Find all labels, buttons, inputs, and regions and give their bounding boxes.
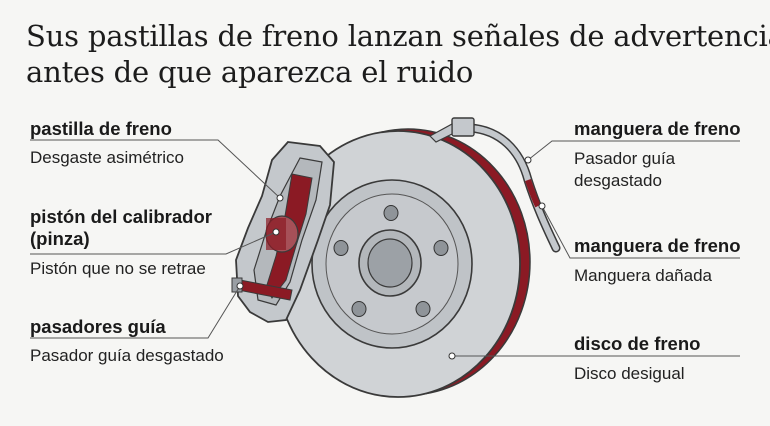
leader-pastilla xyxy=(30,139,281,199)
page-title: Sus pastillas de freno lanzan señales de… xyxy=(26,18,770,90)
leader-dot xyxy=(538,202,546,210)
label-pasadores: pasadores guía Pasador guía desgastado xyxy=(30,316,224,367)
lug-hole xyxy=(433,240,449,256)
hub-center xyxy=(367,238,413,288)
label-piston-head-2: (pinza) xyxy=(30,228,90,249)
label-manguera-2-head: manguera de freno xyxy=(574,235,741,256)
leader-dot xyxy=(448,352,456,360)
leader-dot xyxy=(272,228,280,236)
leader-dot xyxy=(236,282,244,290)
lug-hole xyxy=(415,301,431,317)
label-manguera-1-sub-2: desgastado xyxy=(574,171,662,190)
leader-manguera1 xyxy=(527,140,740,161)
label-manguera-1-head: manguera de freno xyxy=(574,118,741,139)
label-pastilla: pastilla de freno Desgaste asimétrico xyxy=(30,118,184,169)
lug-hole xyxy=(383,205,399,221)
label-pastilla-head: pastilla de freno xyxy=(30,118,172,139)
label-pasadores-head: pasadores guía xyxy=(30,316,166,337)
hose-fitting xyxy=(451,117,475,137)
label-piston: pistón del calibrador (pinza) Pistón que… xyxy=(30,206,212,280)
label-piston-head-1: pistón del calibrador xyxy=(30,206,212,227)
leader-dot xyxy=(524,156,532,164)
label-disco-head: disco de freno xyxy=(574,333,701,354)
label-piston-sub: Pistón que no se retrae xyxy=(30,259,206,278)
lug-hole xyxy=(351,301,367,317)
title-line-2: antes de que aparezca el ruido xyxy=(26,55,474,89)
label-manguera-2: manguera de freno Manguera dañada xyxy=(574,235,741,287)
hose-bracket xyxy=(429,122,453,143)
leader-pasadores xyxy=(30,285,241,339)
leader-dot xyxy=(276,194,284,202)
label-disco: disco de freno Disco desigual xyxy=(574,333,700,385)
label-manguera-1-sub-1: Pasador guía xyxy=(574,149,676,168)
hose-damage xyxy=(525,179,541,208)
title-line-1: Sus pastillas de freno lanzan señales de… xyxy=(26,19,770,53)
label-pasadores-sub: Pasador guía desgastado xyxy=(30,346,224,365)
label-disco-sub: Disco desigual xyxy=(574,364,685,383)
leader-manguera2 xyxy=(541,205,740,259)
label-manguera-1: manguera de freno Pasador guía desgastad… xyxy=(574,118,741,192)
lug-hole xyxy=(333,240,349,256)
brake-hose-inner xyxy=(467,125,559,251)
leader-piston xyxy=(30,231,277,255)
label-pastilla-sub: Desgaste asimétrico xyxy=(30,148,185,167)
label-manguera-2-sub: Manguera dañada xyxy=(574,266,713,285)
